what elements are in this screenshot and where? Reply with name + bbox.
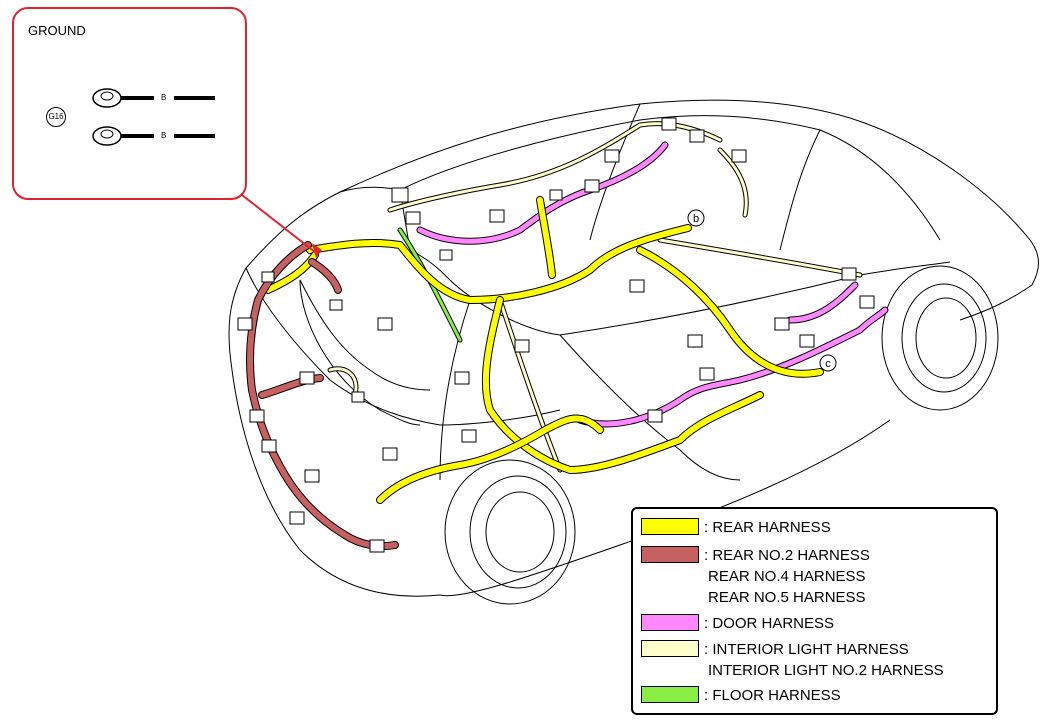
callout-b: b [687,209,705,227]
legend-item-rear-no2-harness: : REAR NO.2 HARNESS REAR NO.4 HARNESS RE… [641,545,870,608]
legend-label: INTERIOR LIGHT NO.2 HARNESS [708,662,944,679]
svg-text:c: c [825,358,831,370]
rear-no2-harness-route [246,241,399,551]
legend-item-floor-harness: : FLOOR HARNESS [641,685,841,706]
legend-swatch [641,686,699,703]
connectors [237,117,875,553]
ground-terminals [92,88,215,146]
ground-inset-panel: GROUND G16 B B [12,7,247,200]
rear-harness-route [264,196,824,504]
ground-point-marker [312,243,322,258]
legend-label: : FLOOR HARNESS [704,687,841,704]
legend-swatch [641,546,699,563]
legend-label: : REAR HARNESS [704,519,831,536]
ground-terminal-2 [92,126,215,146]
legend-label: REAR NO.5 HARNESS [708,589,866,606]
legend-swatch [641,518,699,535]
legend-label: : INTERIOR LIGHT HARNESS [704,641,909,658]
floor-harness-route [397,227,463,343]
interior-light-harness-route [327,121,863,473]
inset-title: GROUND [28,23,86,38]
legend-item-door-harness: : DOOR HARNESS [641,613,834,634]
legend-swatch [641,640,699,657]
legend-swatch [641,614,699,631]
ground-leader-line [241,194,316,253]
harness-legend: : REAR HARNESS : REAR NO.2 HARNESS REAR … [631,507,998,715]
legend-label: : REAR NO.2 HARNESS [704,547,870,564]
svg-text:b: b [693,213,699,225]
wire-color-label: B [161,131,167,140]
rear-wheel [881,265,999,411]
front-wheel [444,459,576,605]
callout-c: c [819,354,837,372]
ground-terminal-1 [92,88,215,108]
legend-label: : DOOR HARNESS [704,615,835,632]
door-harness-route [416,141,889,428]
legend-label: REAR NO.4 HARNESS [708,568,866,585]
legend-item-interior-light-harness: : INTERIOR LIGHT HARNESS INTERIOR LIGHT … [641,639,944,681]
legend-item-rear-harness: : REAR HARNESS [641,517,831,538]
ground-code-badge: G16 [46,107,66,127]
wire-color-label: B [161,93,167,102]
